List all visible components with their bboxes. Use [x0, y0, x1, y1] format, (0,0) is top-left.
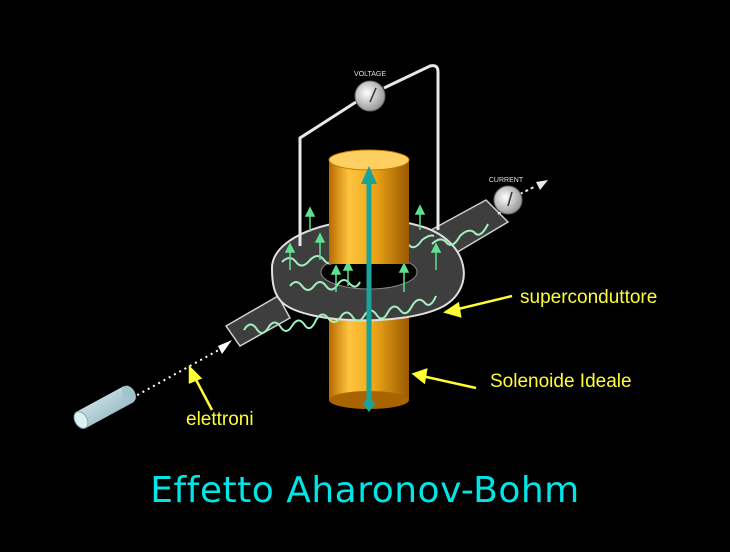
electron-beam	[131, 340, 232, 399]
small-field-arrows	[284, 204, 442, 292]
superconductor-label: superconduttore	[520, 287, 658, 308]
central-field-arrow	[361, 166, 377, 412]
ammeter-icon	[493, 185, 523, 215]
current-label: CURRENT	[489, 177, 524, 184]
voltage-wire	[298, 64, 440, 246]
solenoid-label: Solenoide Ideale	[490, 371, 632, 392]
page-title: Effetto Aharonov-Bohm	[150, 470, 580, 511]
electrons-label: elettroni	[186, 409, 254, 430]
voltmeter-icon	[354, 80, 386, 112]
electron-gun-icon	[73, 385, 136, 429]
pointer-arrows	[188, 294, 513, 411]
voltage-label: VOLTAGE	[354, 71, 386, 78]
